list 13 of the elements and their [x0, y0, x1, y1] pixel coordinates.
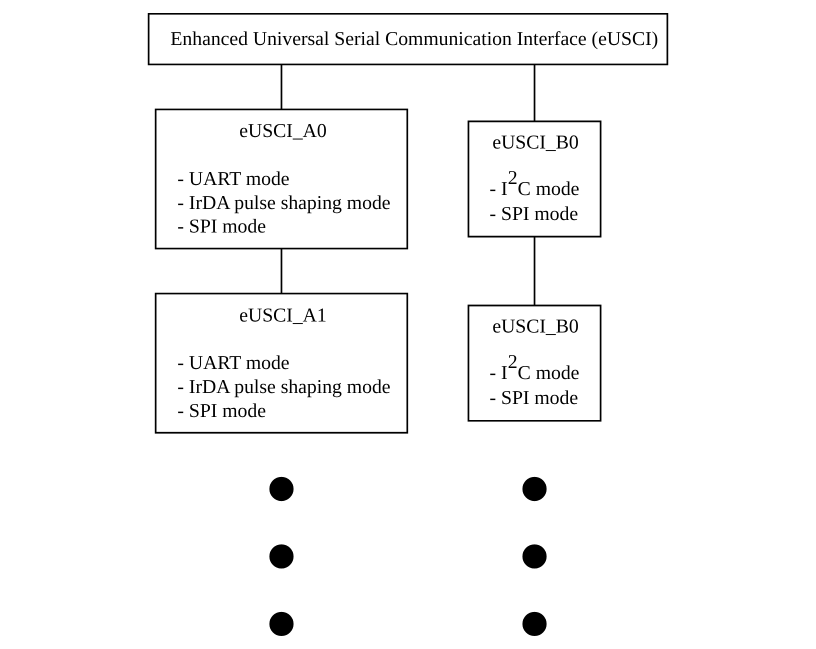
connector: [280, 64, 282, 110]
node-circle: [522, 612, 547, 636]
node-circle: [269, 544, 294, 569]
node-circle: [522, 476, 547, 502]
node-box: Enhanced Universal Serial Communication Interface (eUSCI): [148, 12, 668, 66]
node-box: eUSCI_A1 - UART mode - IrDA pulse shaping mode - SPI mode: [154, 292, 408, 434]
node-box: eUSCI_A0 - UART mode - IrDA pulse shaping mode - SPI mode: [154, 108, 408, 250]
connector: [534, 64, 536, 122]
connector: [534, 236, 536, 305]
node-circle: [522, 544, 547, 569]
connector: [280, 248, 282, 294]
node-circle: [269, 476, 294, 502]
node-circle: [269, 612, 294, 636]
